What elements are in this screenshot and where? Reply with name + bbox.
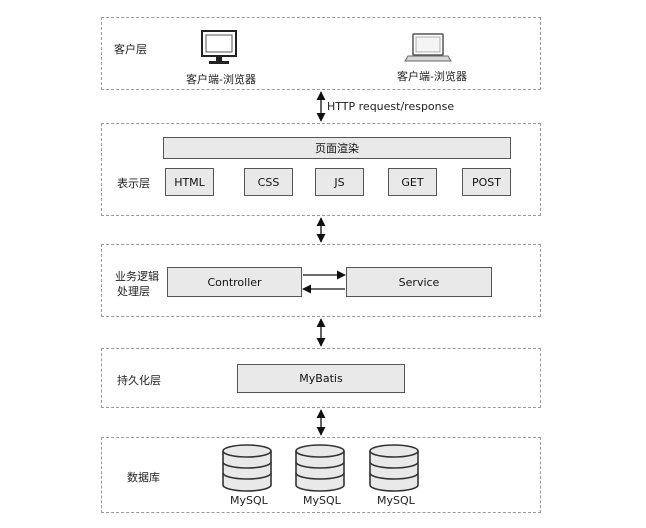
desktop-monitor-icon bbox=[200, 30, 240, 68]
database-layer-label: 数据库 bbox=[127, 471, 160, 484]
business-layer-label-line2: 处理层 bbox=[117, 285, 150, 298]
http-connection-label: HTTP request/response bbox=[327, 100, 455, 113]
js-box: JS bbox=[315, 168, 364, 196]
css-box: CSS bbox=[244, 168, 293, 196]
get-box: GET bbox=[388, 168, 437, 196]
business-logic-layer bbox=[101, 244, 541, 317]
client-layer-label: 客户层 bbox=[114, 43, 147, 56]
mysql-label-3: MySQL bbox=[377, 494, 415, 507]
service-box: Service bbox=[346, 267, 492, 297]
database-cylinder-icon bbox=[294, 443, 346, 493]
persistence-layer bbox=[101, 348, 541, 408]
database-layer bbox=[101, 437, 541, 513]
persistence-layer-label: 持久化层 bbox=[117, 374, 161, 387]
presentation-layer-label: 表示层 bbox=[117, 177, 150, 190]
mysql-label-1: MySQL bbox=[230, 494, 268, 507]
database-cylinder-icon bbox=[221, 443, 273, 493]
mysql-label-2: MySQL bbox=[303, 494, 341, 507]
laptop-icon bbox=[404, 32, 452, 64]
html-box: HTML bbox=[165, 168, 214, 196]
business-layer-label-line1: 业务逻辑 bbox=[115, 270, 159, 283]
database-cylinder-icon bbox=[368, 443, 420, 493]
post-box: POST bbox=[462, 168, 511, 196]
controller-box: Controller bbox=[167, 267, 302, 297]
page-render-box: 页面渲染 bbox=[163, 137, 511, 159]
client-layer bbox=[101, 17, 541, 90]
presentation-layer bbox=[101, 123, 541, 216]
laptop-client-caption: 客户端-浏览器 bbox=[397, 70, 467, 83]
mybatis-box: MyBatis bbox=[237, 364, 405, 393]
desktop-client-caption: 客户端-浏览器 bbox=[186, 73, 256, 86]
